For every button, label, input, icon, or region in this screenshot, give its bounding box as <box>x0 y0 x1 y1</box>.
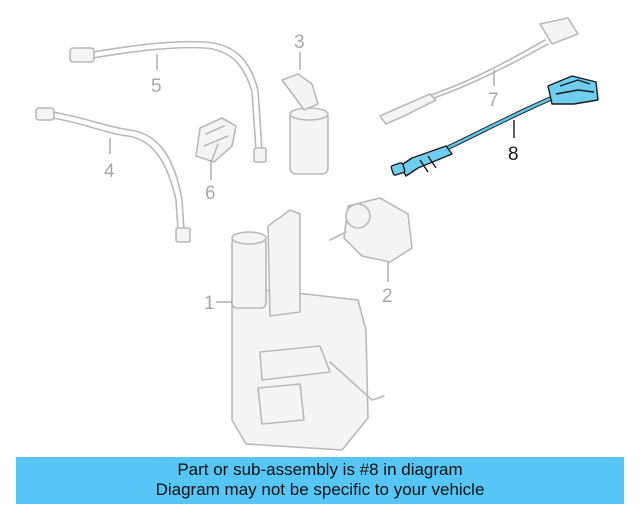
info-banner: Part or sub-assembly is #8 in diagram Di… <box>16 457 624 504</box>
callout-5: 5 <box>151 76 162 97</box>
part-2-valve <box>329 197 413 263</box>
part-8-oxygen-sensor[interactable] <box>390 75 599 177</box>
part-1-canister-assembly <box>231 209 385 451</box>
callout-4: 4 <box>104 161 115 182</box>
part-3-filter <box>281 73 329 175</box>
callout-1: 1 <box>204 293 215 314</box>
part-6-bracket <box>195 117 237 163</box>
part-4-hose <box>35 107 191 243</box>
banner-line-1: Part or sub-assembly is #8 in diagram <box>177 460 463 479</box>
part-7-sensor <box>379 17 579 125</box>
callout-6: 6 <box>205 183 216 204</box>
parts-diagram: 5 4 6 3 7 8 1 2 <box>35 17 599 451</box>
callout-8[interactable]: 8 <box>508 144 519 165</box>
callout-3: 3 <box>294 32 305 53</box>
callout-7: 7 <box>488 90 499 111</box>
part-5-vent-hose <box>69 40 267 163</box>
callout-2: 2 <box>382 286 393 307</box>
banner-line-2: Diagram may not be specific to your vehi… <box>155 480 485 499</box>
